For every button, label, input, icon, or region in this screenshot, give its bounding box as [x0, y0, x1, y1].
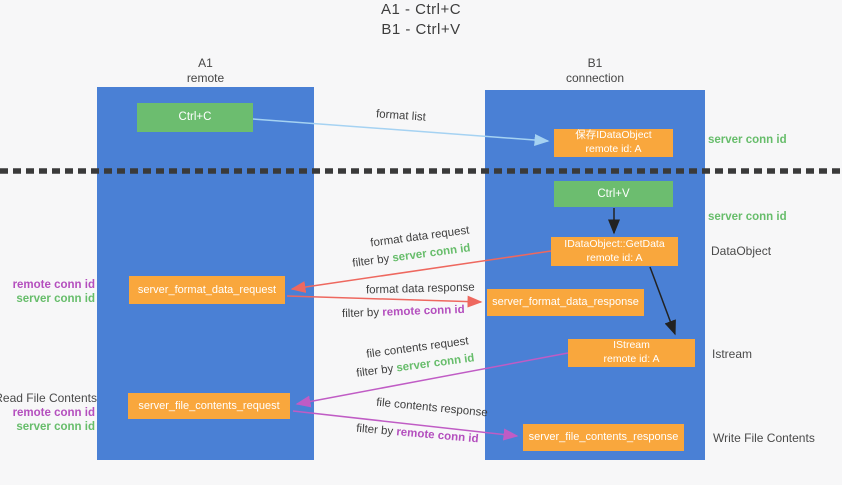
- annotation-remote-conn-id: remote conn id: [12, 279, 95, 291]
- annotation-server-conn-id-mid: server conn id: [708, 211, 787, 223]
- node-server-format-data-response: server_format_data_response: [487, 289, 644, 316]
- title-line-1: A1 - Ctrl+C: [380, 1, 462, 18]
- node-ctrl-v: Ctrl+V: [554, 181, 673, 207]
- lane-header-a1: A1 remote: [97, 56, 314, 86]
- node-ctrl-c: Ctrl+C: [137, 103, 253, 132]
- annotation-read-file-contents: Read File Contents: [0, 391, 97, 405]
- node-istream-title: IStream: [613, 339, 650, 352]
- node-ctrl-v-label: Ctrl+V: [597, 187, 630, 200]
- filter-remote-conn-id: remote conn id: [382, 303, 465, 319]
- node-idataobject-getdata: IDataObject::GetData remote id: A: [551, 237, 678, 266]
- label-format-data-response-filter: filter by remote conn id: [342, 304, 465, 320]
- label-file-contents-response: file contents response: [375, 396, 489, 420]
- annotation-read-file-contents-group: Read File Contents remote conn id server…: [0, 391, 97, 434]
- label-format-data-request-filter: filter by server conn id: [352, 242, 471, 269]
- filter-by-text: filter by: [355, 422, 397, 439]
- annotation-server-conn-id: server conn id: [16, 293, 95, 305]
- node-idataobject-getdata-title: IDataObject::GetData: [564, 237, 665, 250]
- lane-b1-role: connection: [565, 71, 625, 85]
- annotation-server-conn-id-top: server conn id: [708, 134, 787, 146]
- node-idataobject-getdata-subtitle: remote id: A: [586, 251, 643, 264]
- node-server-file-contents-response: server_file_contents_response: [523, 424, 684, 451]
- label-file-contents-response-filter: filter by remote conn id: [356, 423, 479, 446]
- node-server-format-data-request-label: server_format_data_request: [137, 283, 277, 296]
- lane-a1-name: A1: [198, 56, 213, 70]
- label-format-list: format list: [375, 108, 427, 124]
- annotation-server-conn-id: server conn id: [16, 421, 95, 433]
- node-server-format-data-response-label: server_format_data_response: [492, 296, 639, 309]
- diagram-title: A1 - Ctrl+C B1 - Ctrl+V: [0, 0, 842, 40]
- annotation-dataobject: DataObject: [711, 244, 772, 258]
- node-server-file-contents-request-label: server_file_contents_request: [138, 399, 280, 412]
- annotation-format-request-conn-ids: remote conn id server conn id: [13, 278, 95, 306]
- annotation-remote-conn-id: remote conn id: [12, 407, 95, 419]
- node-save-idataobject: 保存IDataObject remote id: A: [554, 129, 673, 157]
- node-save-idataobject-subtitle: remote id: A: [585, 143, 642, 155]
- annotation-write-file-contents: Write File Contents: [713, 431, 815, 445]
- node-server-file-contents-request: server_file_contents_request: [128, 393, 290, 419]
- filter-by-text: filter by: [341, 306, 383, 321]
- node-istream: IStream remote id: A: [568, 339, 695, 367]
- filter-server-conn-id: server conn id: [395, 352, 476, 375]
- label-format-data-response: format data response: [365, 281, 475, 297]
- filter-server-conn-id: server conn id: [391, 242, 472, 265]
- filter-by-text: filter by: [355, 362, 398, 380]
- node-server-file-contents-response-label: server_file_contents_response: [528, 431, 679, 444]
- title-line-2: B1 - Ctrl+V: [381, 21, 461, 38]
- lane-header-b1: B1 connection: [485, 56, 705, 86]
- annotation-istream: Istream: [712, 347, 753, 361]
- format-data-response-arrow: [286, 295, 483, 308]
- node-save-idataobject-title: 保存IDataObject: [575, 129, 652, 142]
- lane-a1-role: remote: [186, 71, 225, 85]
- node-istream-subtitle: remote id: A: [603, 353, 660, 365]
- lane-b1-name: B1: [587, 56, 603, 70]
- filter-by-text: filter by: [351, 252, 394, 270]
- filter-remote-conn-id: remote conn id: [395, 426, 479, 446]
- node-ctrl-c-label: Ctrl+C: [178, 111, 212, 124]
- node-server-format-data-request: server_format_data_request: [129, 276, 285, 304]
